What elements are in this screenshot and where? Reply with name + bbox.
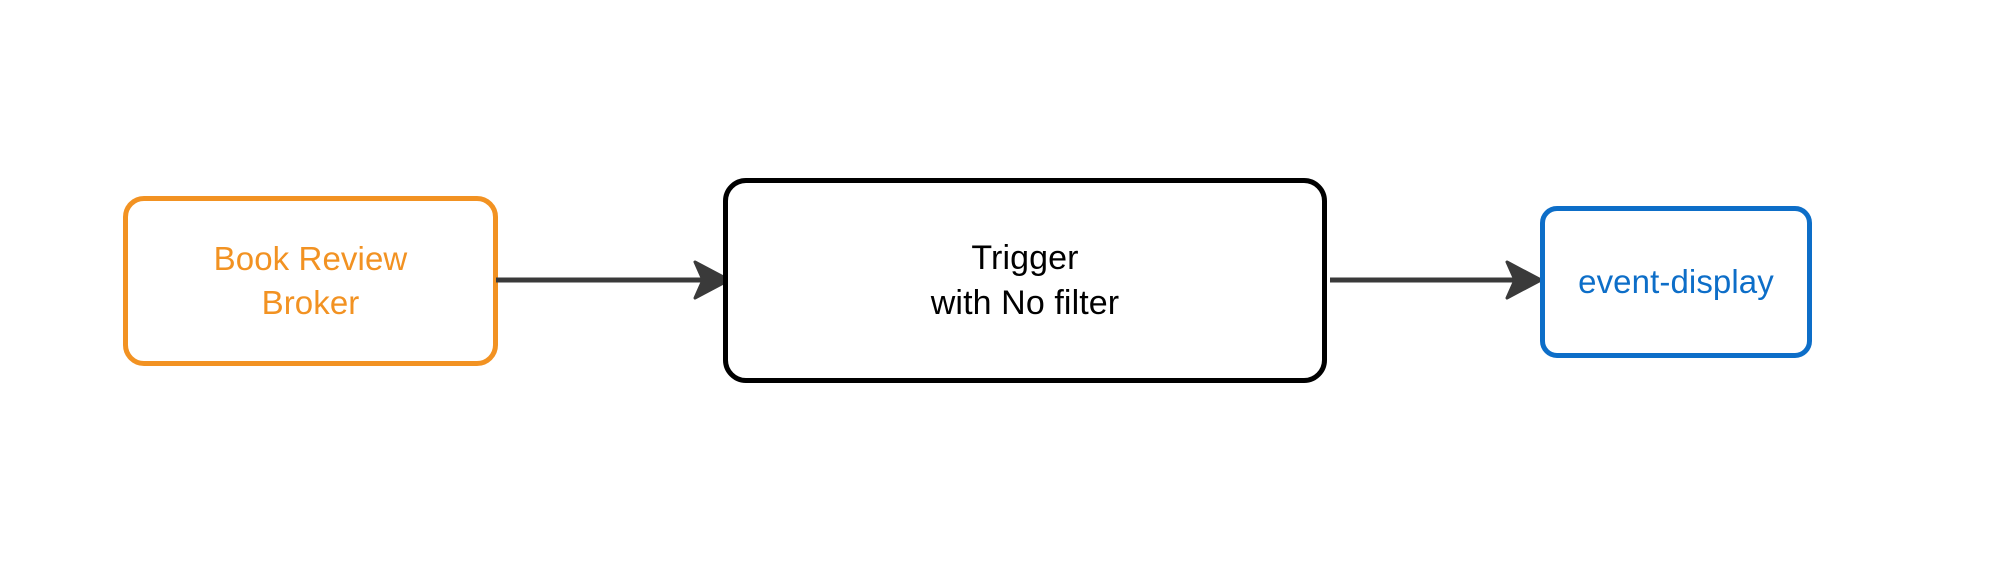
edge-trigger-to-sink — [1330, 260, 1543, 300]
arrowhead-icon — [1505, 260, 1543, 300]
node-book-review-broker[interactable]: Book Review Broker — [123, 196, 498, 366]
node-trigger-with-no-filter[interactable]: Trigger with No filter — [723, 178, 1327, 383]
node-event-display-label: event-display — [1578, 263, 1774, 301]
node-trigger-with-no-filter-label: Trigger with No filter — [930, 238, 1120, 322]
edge-broker-to-trigger — [496, 260, 731, 300]
node-book-review-broker-label: Book Review Broker — [213, 240, 408, 321]
arrowhead-icon — [693, 260, 731, 300]
node-event-display[interactable]: event-display — [1540, 206, 1812, 358]
